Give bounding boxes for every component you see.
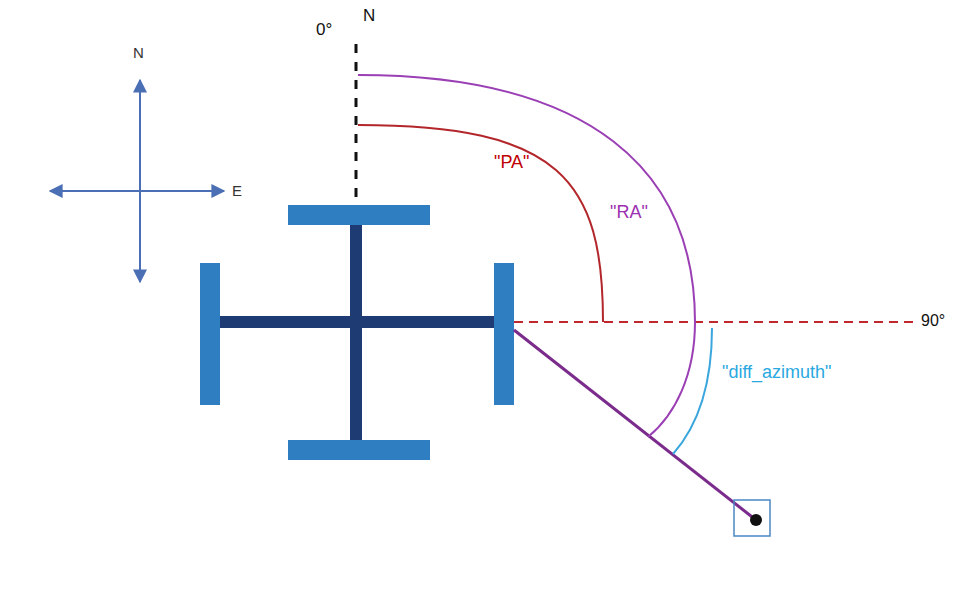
north-label: N (363, 6, 375, 26)
bottom-cap (288, 440, 430, 460)
diff-azimuth-label: "diff_azimuth" (722, 362, 832, 384)
compass-north-label: N (133, 44, 144, 62)
diff-azimuth-arc (673, 328, 712, 454)
ra-label: "RA" (610, 202, 648, 224)
target-line (514, 330, 756, 520)
compass-ns-arrow (139, 80, 141, 282)
target-dot (750, 514, 762, 526)
angle-label: 0° (316, 20, 332, 40)
pa-arc (358, 125, 603, 322)
right-cap (494, 263, 514, 405)
compass-east-label: E (232, 182, 242, 200)
left-cap (200, 263, 220, 405)
compass-ew-arrow (50, 190, 224, 192)
east-reference-line (514, 321, 916, 323)
top-cap (288, 205, 430, 225)
target-box (734, 500, 770, 536)
ra-arc (358, 75, 695, 437)
angle-label: 90° (921, 311, 945, 330)
vertical-arm (350, 225, 362, 440)
pa-label: "PA" (494, 152, 529, 174)
north-reference-line (355, 44, 358, 203)
